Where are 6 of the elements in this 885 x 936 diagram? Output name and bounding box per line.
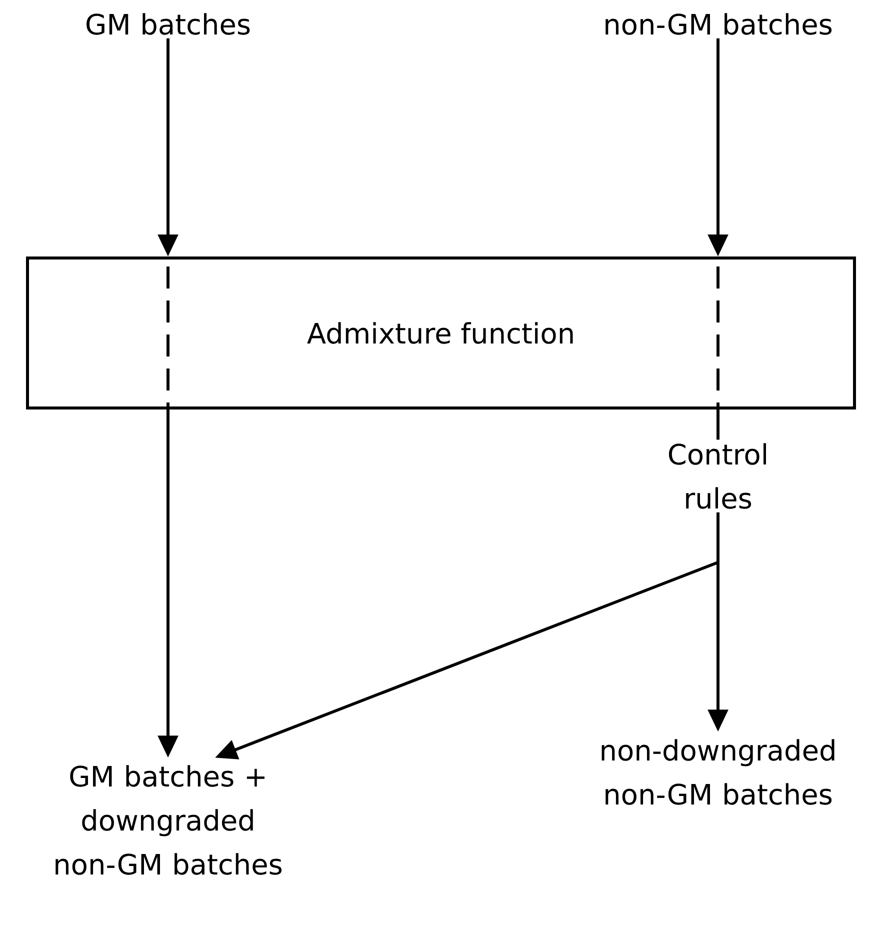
flow-label: non-GM batches bbox=[606, 13, 832, 35]
flow-label: GM batches + downgraded non-GM batches bbox=[56, 765, 282, 875]
flow-label: non-downgraded non-GM batches bbox=[602, 739, 834, 805]
process-box: Admixture function bbox=[26, 256, 856, 410]
flow-label: GM batches bbox=[86, 13, 250, 35]
flow-label: Control rules bbox=[668, 443, 766, 509]
